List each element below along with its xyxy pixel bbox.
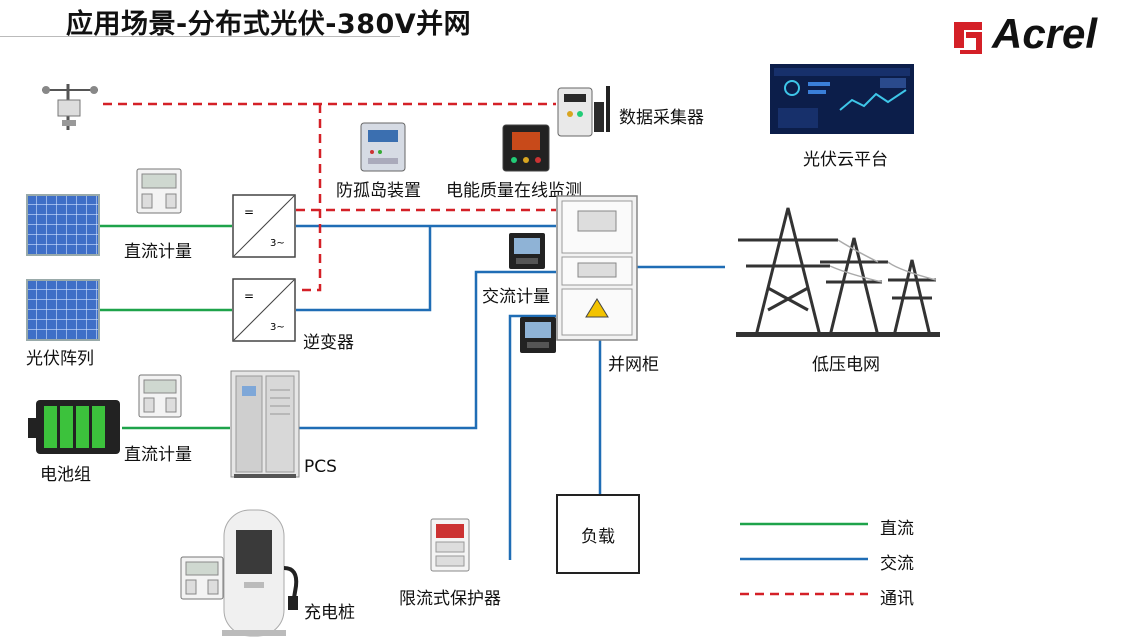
dc-meter-1-icon xyxy=(136,168,182,214)
grid-cabinet-icon xyxy=(556,195,638,341)
pcs-cabinet-icon xyxy=(230,370,300,478)
anti-islanding-device-icon xyxy=(360,122,406,172)
cloud-platform-screen-icon xyxy=(770,64,914,134)
dc-meter-1-label: 直流计量 xyxy=(124,242,192,262)
grid-cabinet-label: 并网柜 xyxy=(608,355,659,375)
data-collector-label: 数据采集器 xyxy=(619,108,704,128)
acrel-logo: Acrel xyxy=(952,10,1127,60)
inverter-label: 逆变器 xyxy=(303,333,354,353)
inverter-2-icon: = 3~ xyxy=(232,278,296,342)
ac-lines xyxy=(296,224,725,560)
ac-meter-label: 交流计量 xyxy=(482,287,550,307)
charging-pile-label: 充电桩 xyxy=(304,603,355,623)
pv-panel-1-icon xyxy=(26,194,100,256)
battery-icon xyxy=(28,400,120,454)
legend-ac-label: 交流 xyxy=(880,554,914,574)
ac-meter-1-icon xyxy=(509,233,545,269)
dc-meter-2-icon xyxy=(138,374,182,418)
title-divider xyxy=(0,36,400,37)
page-title: 应用场景-分布式光伏-380V并网 xyxy=(66,9,472,40)
comm-lines xyxy=(103,102,556,292)
legend-comm-label: 通讯 xyxy=(880,589,914,609)
battery-label: 电池组 xyxy=(40,465,91,485)
legend-dc-label: 直流 xyxy=(880,519,914,539)
anti-islanding-label: 防孤岛装置 xyxy=(336,181,421,201)
dc-meter-2-label: 直流计量 xyxy=(124,445,192,465)
pv-cloud-label: 光伏云平台 xyxy=(803,150,888,170)
charging-meter-icon xyxy=(180,556,224,600)
svg-text:=: = xyxy=(244,289,254,303)
brand-name: Acrel xyxy=(992,10,1098,57)
ac-meter-2-icon xyxy=(520,317,556,353)
svg-text:=: = xyxy=(244,205,254,219)
weather-station-icon xyxy=(42,84,98,130)
power-quality-monitor-icon xyxy=(502,124,550,172)
current-limiter-icon xyxy=(430,518,470,572)
pv-array-label: 光伏阵列 xyxy=(26,349,94,369)
pv-panel-2-icon xyxy=(26,279,100,341)
data-collector-icon xyxy=(557,86,610,137)
power-quality-label: 电能质量在线监测 xyxy=(446,181,582,201)
svg-text:3~: 3~ xyxy=(270,322,285,333)
charging-pile-icon xyxy=(222,509,299,637)
load-box: 负载 xyxy=(556,494,640,574)
dc-lines xyxy=(100,224,232,430)
svg-text:3~: 3~ xyxy=(270,238,285,249)
pcs-label: PCS xyxy=(304,457,337,477)
load-label: 负载 xyxy=(581,526,615,547)
inverter-1-icon: = 3~ xyxy=(232,194,296,258)
transmission-towers-icon xyxy=(736,207,940,337)
current-limiter-label: 限流式保护器 xyxy=(399,589,501,609)
low-voltage-grid-label: 低压电网 xyxy=(812,355,880,375)
